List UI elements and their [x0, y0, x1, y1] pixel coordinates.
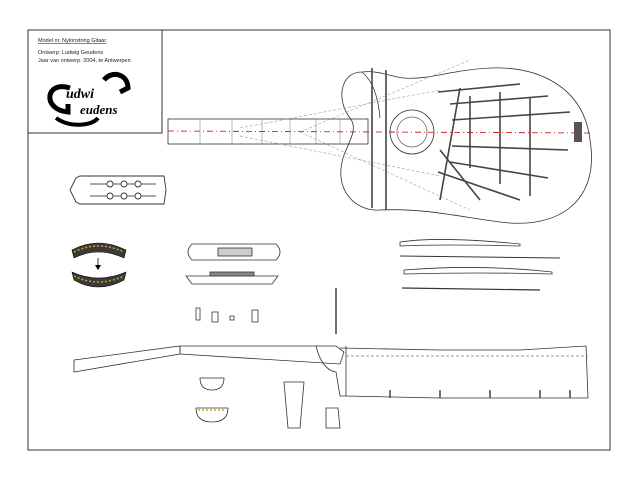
rosette-detail [71, 242, 127, 288]
title-block-frame [27, 29, 163, 134]
designer-line: Ontwerp: Ludwig Geudens [38, 50, 103, 56]
ludwig-geudens-logo: udwi eudens [47, 71, 131, 127]
soundhole-rosette [396, 116, 428, 148]
logo-upper-text: udwi [66, 87, 94, 102]
brace-profiles [399, 239, 561, 291]
braces [371, 68, 571, 210]
side-braces [389, 390, 571, 398]
heel-block-parts [195, 377, 341, 429]
headstock-drawing [69, 175, 167, 205]
bridge-mark [574, 122, 582, 142]
cutaway-line [361, 71, 381, 119]
design-year-line: Jaar van ontwerp: 2004, te Antwerpen [38, 58, 131, 64]
tuner-holes [106, 180, 142, 200]
center-line [167, 130, 591, 134]
construction-lines [239, 59, 471, 211]
headstock-outline [69, 175, 167, 205]
neck-outline [167, 118, 369, 145]
logo-lower-text: eudens [80, 102, 118, 117]
body-side [339, 345, 589, 399]
neck-side [73, 345, 181, 373]
title-block: Model nr. Nylonstring Gitaar Ontwerp: Lu… [27, 29, 163, 134]
bridge-top-view [187, 243, 281, 261]
soundhole [389, 109, 435, 155]
guitar-side-view [73, 345, 589, 399]
model-title: Model nr. Nylonstring Gitaar [38, 38, 106, 44]
fret-lines [199, 119, 341, 144]
bridge-side-view [185, 271, 279, 285]
guitar-top-view [167, 59, 592, 224]
body-outline [340, 67, 592, 224]
drawing-border [27, 29, 611, 451]
small-parts [195, 288, 337, 334]
